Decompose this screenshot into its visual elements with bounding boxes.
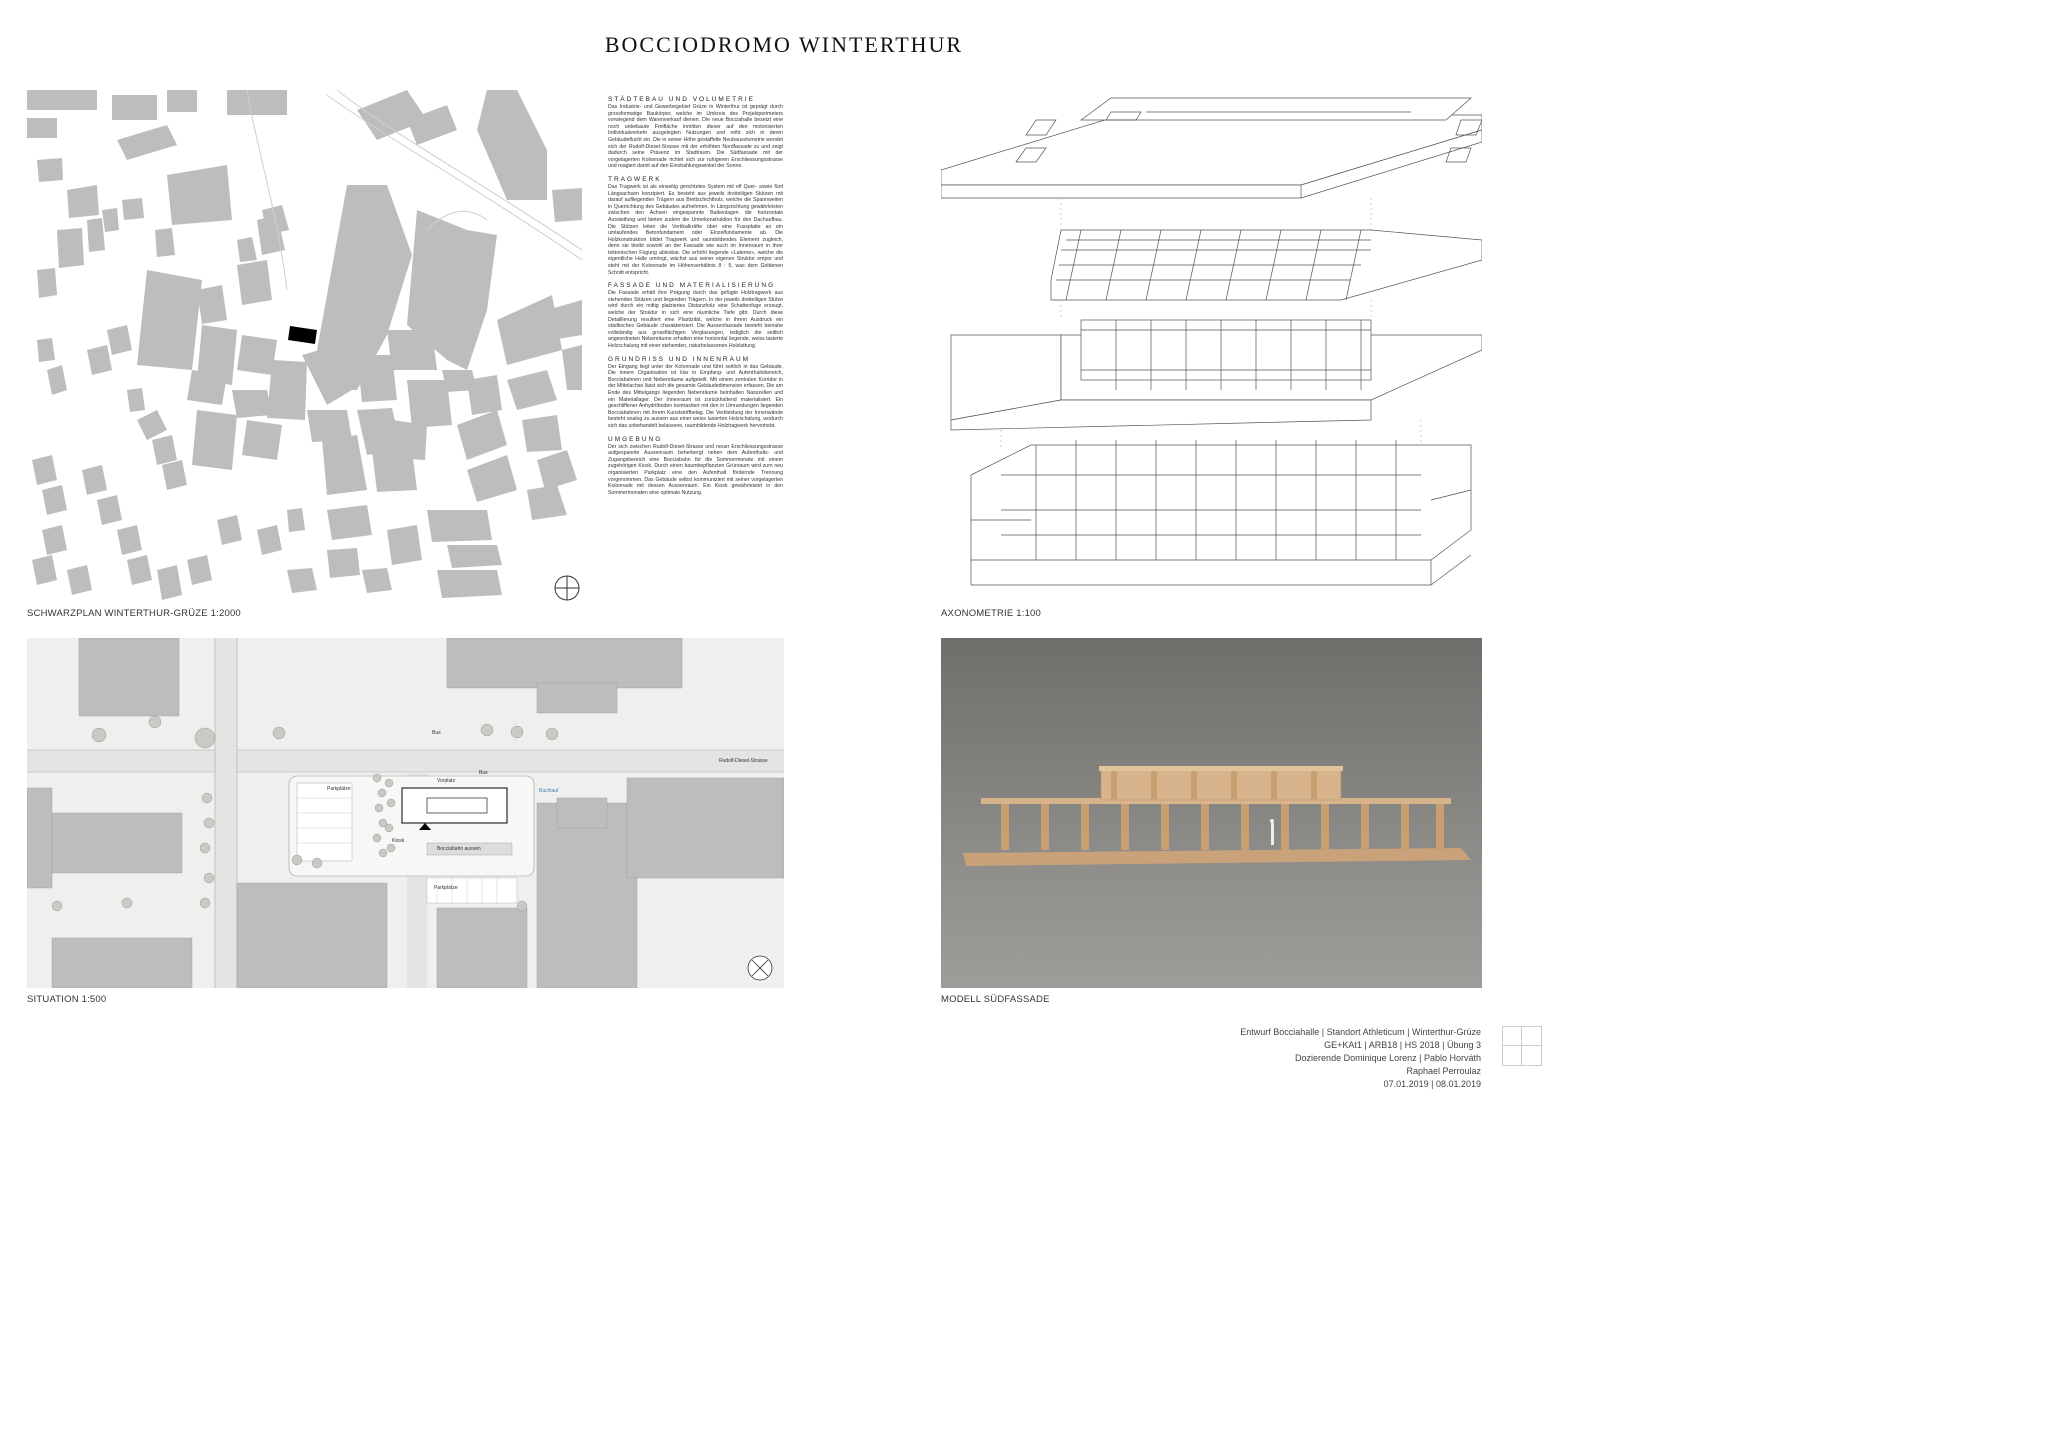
wooden-model — [963, 766, 1471, 866]
section-umgebung: UMGEBUNG Der sich zwischen Rudolf-Diesel… — [608, 436, 783, 497]
label-kiosk: Kiosk — [392, 838, 405, 844]
section-heading: TRAGWERK — [608, 175, 662, 183]
section-heading: UMGEBUNG — [608, 435, 663, 443]
label-bus-top: Bus — [432, 730, 441, 736]
axonometrie-figure — [941, 90, 1482, 602]
section-fassade: FASSADE UND MATERIALISIERUNG Die Fassade… — [608, 282, 783, 349]
axonometrie-caption: AXONOMETRIE 1:100 — [941, 608, 1042, 619]
section-tragwerk: TRAGWERK Das Tragwerk ist als einseitig … — [608, 176, 783, 276]
beam-layer — [1050, 229, 1482, 301]
ground-floor-layer — [970, 440, 1472, 586]
model-photo-illustration — [941, 638, 1482, 988]
label-bocciabahn: Bocciabahn aussen — [437, 846, 481, 852]
trees — [51, 715, 559, 912]
section-heading: FASSADE UND MATERIALISIERUNG — [608, 282, 776, 290]
page-title: BOCCIODROMO WINTERTHUR — [604, 32, 964, 57]
section-body: Das Industrie- und Gewerbegebiet Grüze i… — [608, 104, 783, 170]
credits-block: Entwurf Bocciahalle | Standort Athleticu… — [1240, 1026, 1481, 1091]
section-body: Das Tragwerk ist als einseitig gerichtet… — [608, 183, 783, 276]
exploded-axonometric-drawing — [941, 97, 1482, 586]
figure-ground-plan — [27, 90, 582, 601]
section-staedtebau: STÄDTEBAU UND VOLUMETRIE Das Industrie- … — [608, 96, 783, 170]
school-logo-icon — [1502, 1026, 1542, 1066]
bocciahalle-footprint — [401, 787, 508, 830]
label-bachlauf: Bachlauf — [539, 788, 559, 794]
credits-line: Raphael Perroulaz — [1406, 1066, 1481, 1076]
modell-caption: MODELL SÜDFASSADE — [941, 994, 1050, 1005]
label-street: Rudolf-Diesel-Strasse — [719, 758, 768, 764]
north-arrow-icon — [554, 575, 580, 601]
section-body: Die Fassade erhält ihre Prägung durch da… — [608, 290, 783, 349]
north-arrow-icon — [747, 955, 773, 981]
credits-line: Dozierende Dominique Lorenz | Pablo Horv… — [1295, 1053, 1481, 1063]
section-body: Der Eingang liegt unter der Kolonnade un… — [608, 363, 783, 429]
text-column: STÄDTEBAU UND VOLUMETRIE Das Industrie- … — [608, 90, 783, 496]
credits-line: GE+KAt1 | ARB18 | HS 2018 | Übung 3 — [1324, 1040, 1481, 1050]
roof-layer — [941, 97, 1482, 199]
section-heading: GRUNDRISS UND INNENRAUM — [608, 355, 751, 363]
project-site-marker — [288, 326, 317, 344]
situation-figure: Bus Rudolf-Diesel-Strasse Vorplatz Bus P… — [27, 638, 784, 988]
section-body: Der sich zwischen Rudolf-Diesel-Strasse … — [608, 443, 783, 496]
lantern-layer — [950, 319, 1482, 431]
label-vorplatz: Vorplatz — [437, 778, 456, 784]
label-bus-right: Bus — [479, 770, 488, 776]
section-grundriss: GRUNDRISS UND INNENRAUM Der Eingang lieg… — [608, 356, 783, 430]
schwarzplan-caption: SCHWARZPLAN WINTERTHUR-GRÜZE 1:2000 — [27, 608, 241, 619]
credits-line: Entwurf Bocciahalle | Standort Athleticu… — [1240, 1027, 1481, 1037]
schwarzplan-figure — [27, 90, 582, 602]
label-parkplaetze-1: Parkplätze — [327, 786, 351, 792]
model-photo — [941, 638, 1482, 988]
situation-caption: SITUATION 1:500 — [27, 994, 107, 1005]
site-plan — [27, 638, 784, 988]
label-parkplaetze-2: Parkplätze — [434, 885, 458, 891]
credits-line: 07.01.2019 | 08.01.2019 — [1383, 1079, 1481, 1089]
section-heading: STÄDTEBAU UND VOLUMETRIE — [608, 96, 755, 103]
